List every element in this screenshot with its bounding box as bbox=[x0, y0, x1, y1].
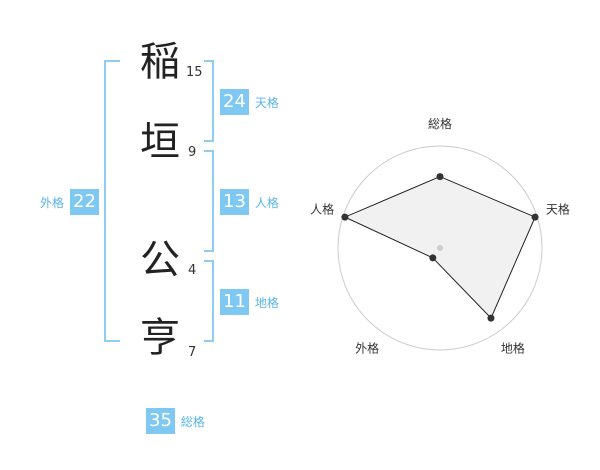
radar-point-3 bbox=[487, 314, 495, 322]
tenkaku-bracket bbox=[204, 60, 214, 142]
tenkaku-value: 24 bbox=[220, 89, 249, 115]
radar-axis-label-3: 地格 bbox=[501, 340, 525, 355]
jinkaku-bracket bbox=[204, 150, 214, 252]
gaikaku-badge: 外格 22 bbox=[40, 189, 99, 215]
radar-points bbox=[341, 173, 539, 322]
soukaku-value: 35 bbox=[146, 408, 175, 434]
chikaku-value: 11 bbox=[220, 289, 249, 315]
chikaku-badge: 11 地格 bbox=[220, 289, 279, 315]
stroke-count-4: 7 bbox=[188, 345, 197, 360]
chikaku-bracket bbox=[204, 260, 214, 342]
chikaku-label: 地格 bbox=[254, 295, 279, 310]
stroke-count-1: 15 bbox=[186, 65, 203, 80]
name-char-1: 稲 bbox=[140, 39, 180, 85]
tenkaku-label: 天格 bbox=[254, 95, 279, 110]
radar-point-5 bbox=[341, 213, 349, 221]
radar-axis-label-4: 外格 bbox=[355, 340, 379, 355]
name-char-4: 亨 bbox=[140, 315, 180, 361]
radar-point-1 bbox=[436, 173, 444, 181]
soukaku-label: 総格 bbox=[180, 414, 205, 429]
soukaku-badge: 35 総格 bbox=[146, 408, 205, 434]
gaikaku-value: 22 bbox=[70, 189, 99, 215]
jinkaku-badge: 13 人格 bbox=[220, 189, 279, 215]
radar-axis-label-2: 天格 bbox=[546, 202, 570, 217]
name-char-2: 垣 bbox=[140, 119, 180, 165]
radar-point-2 bbox=[531, 213, 539, 221]
radar-axis-label-1: 総格 bbox=[428, 116, 452, 131]
radar-center-dot bbox=[437, 245, 443, 251]
tenkaku-badge: 24 天格 bbox=[220, 89, 279, 115]
gaikaku-bracket bbox=[104, 60, 120, 342]
stroke-count-3: 4 bbox=[188, 263, 197, 278]
radar-axis-label-5: 人格 bbox=[310, 202, 334, 217]
jinkaku-label: 人格 bbox=[254, 195, 279, 210]
gaikaku-label: 外格 bbox=[40, 195, 65, 210]
jinkaku-value: 13 bbox=[220, 189, 249, 215]
stroke-count-2: 9 bbox=[188, 145, 197, 160]
radar-point-4 bbox=[429, 254, 437, 262]
name-char-3: 公 bbox=[140, 237, 180, 283]
